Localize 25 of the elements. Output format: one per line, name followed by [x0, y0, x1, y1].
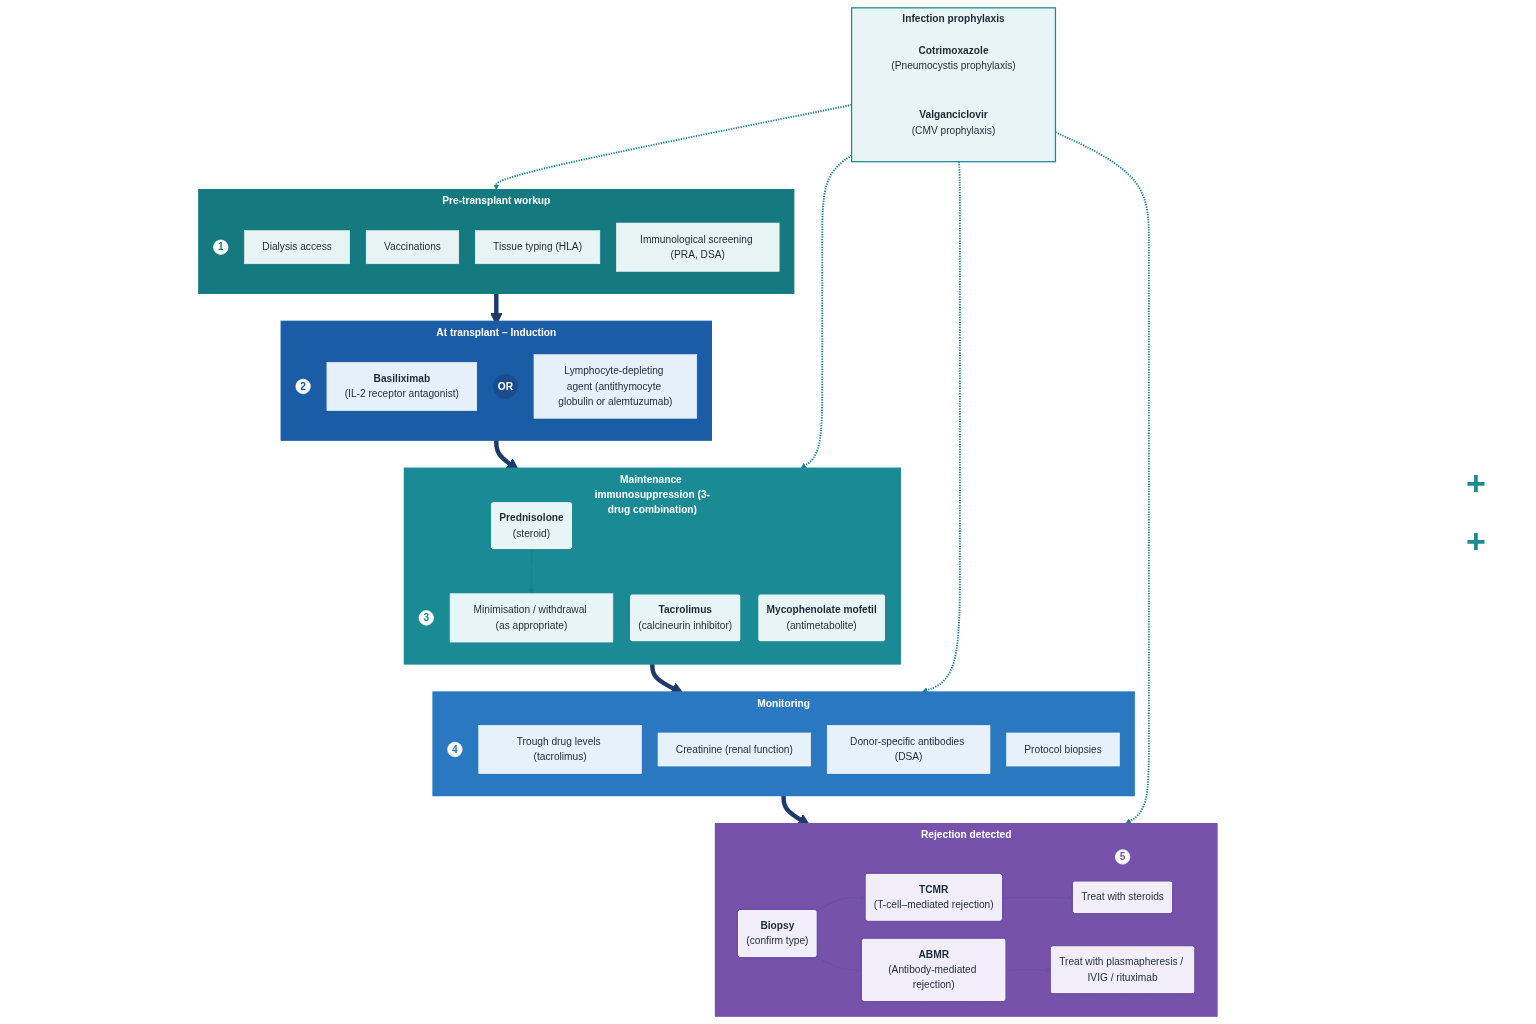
node-box: Basiliximab (IL-2 receptor antagonist): [326, 361, 478, 411]
node-box: Protocol biopsies: [1006, 732, 1120, 767]
node-text: Valganciclovir (CMV prophylaxis): [911, 109, 996, 136]
node-box: Immunological screening (PRA, DSA): [616, 222, 780, 272]
node-circle: 1: [213, 239, 229, 255]
arrow: [1006, 967, 1051, 973]
node-circle: 3: [418, 610, 434, 626]
node-box: Minimisation / withdrawal (as appropriate): [449, 593, 614, 643]
node-circle: 5: [1115, 849, 1131, 865]
plus-sign: +: [1466, 524, 1486, 558]
node-text: Cotrimoxazole (Pneumocystis prophylaxis): [891, 44, 1016, 71]
node-circle: 2: [295, 378, 311, 395]
arrow: [816, 956, 862, 973]
arrow: [1002, 894, 1073, 901]
node-box: Tissue typing (HLA): [475, 230, 601, 265]
node-box: Trough drug levels (tacrolimus): [478, 725, 642, 774]
node-box: Lymphocyte-depleting agent (antithymocyte globulin or alemtuzumab): [533, 354, 698, 419]
node-box: Vaccinations: [366, 230, 460, 265]
node-box: Donor-specific antibodies (DSA): [827, 725, 991, 774]
node-circle: OR: [493, 374, 518, 399]
node-circle: 4: [447, 741, 463, 758]
arrow: [816, 894, 866, 912]
plus-sign: +: [1466, 466, 1486, 500]
node-box: Creatinine (renal function): [657, 732, 812, 767]
node-box: Dialysis access: [244, 230, 351, 265]
